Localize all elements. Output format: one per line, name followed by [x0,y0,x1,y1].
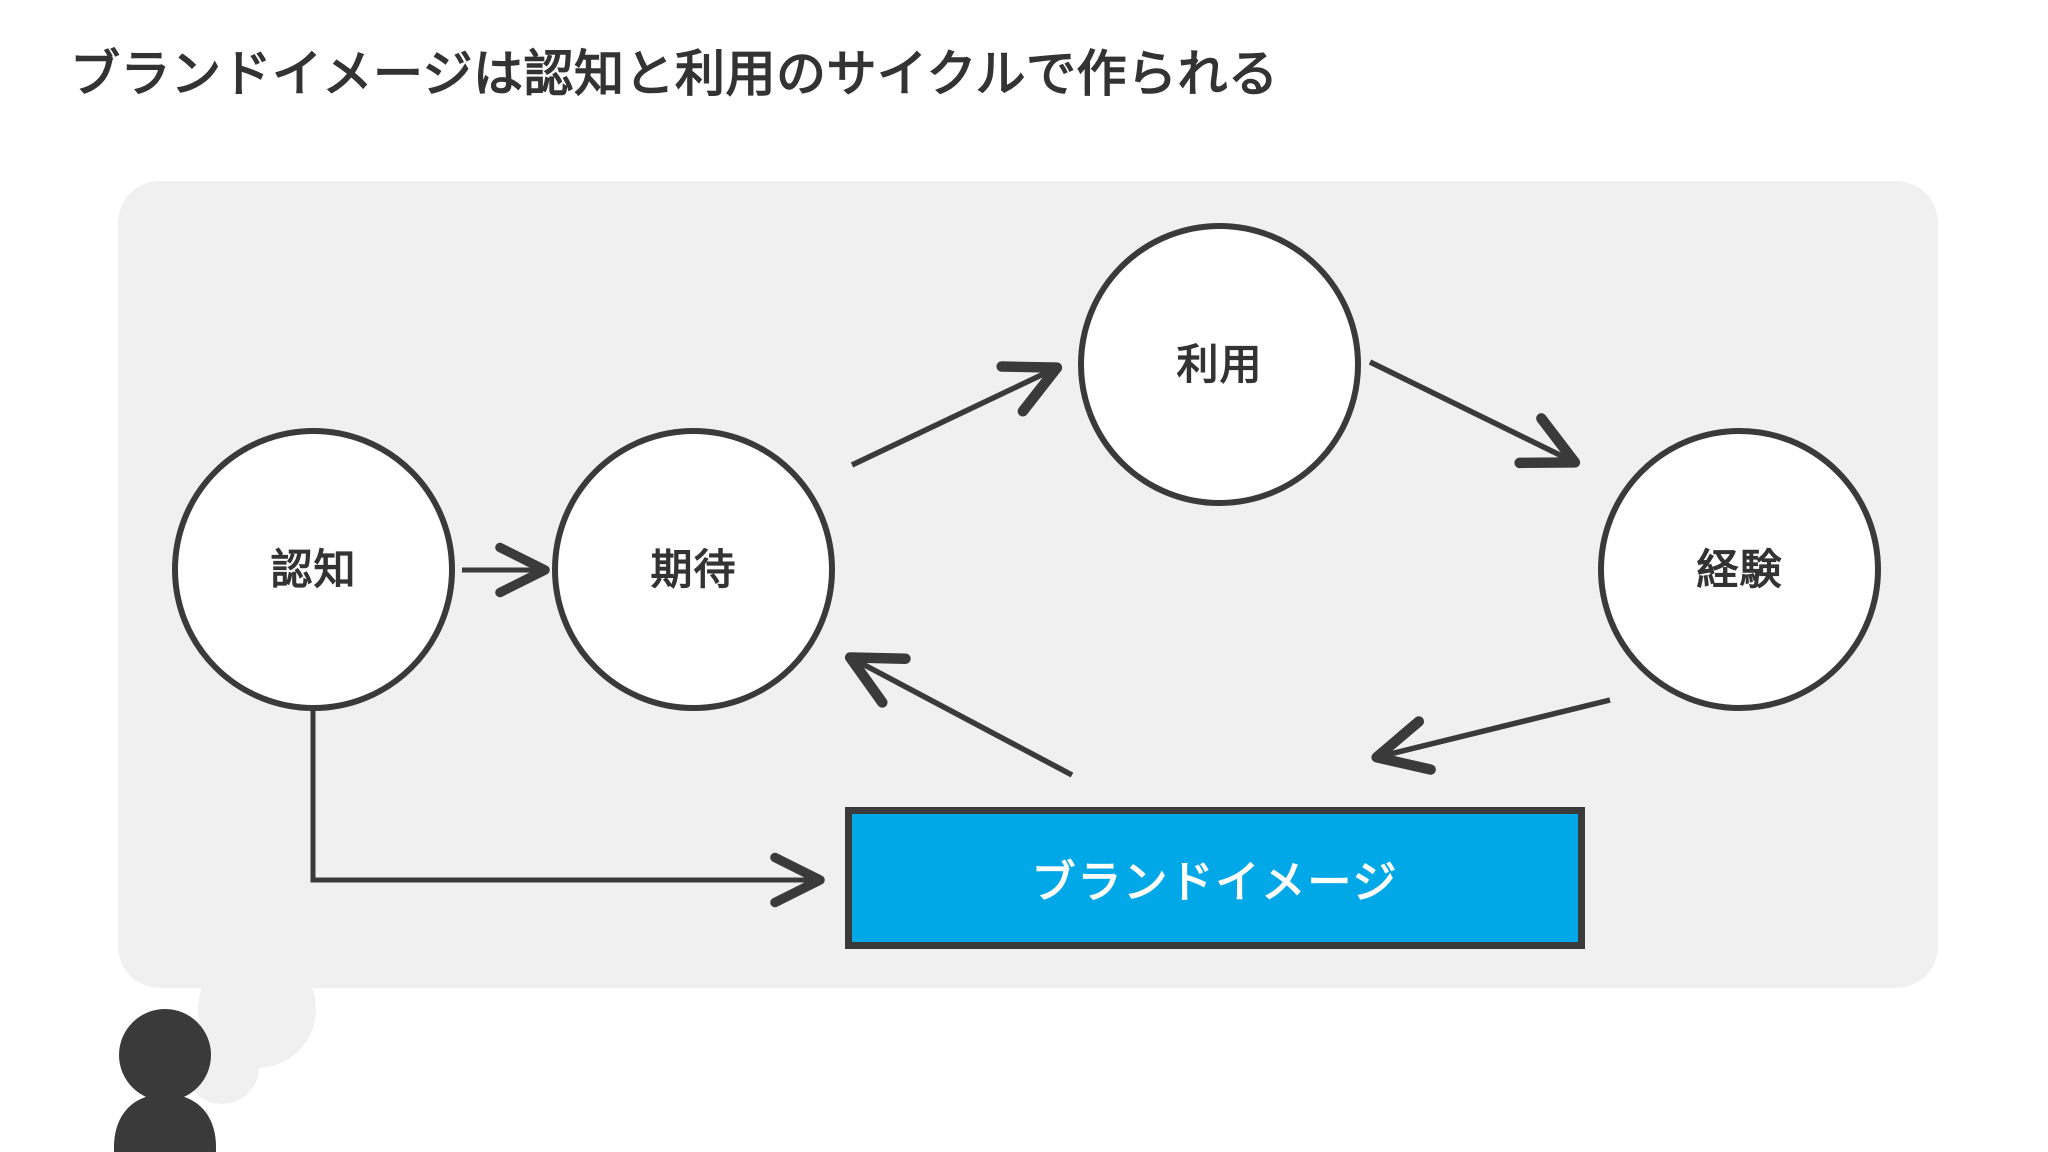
person-silhouette-icon [114,1009,216,1152]
node-ninchi[interactable]: 認知 [172,428,455,711]
node-keiken[interactable]: 経験 [1598,428,1881,711]
node-riyou[interactable]: 利用 [1078,223,1361,506]
brand-image-box[interactable]: ブランドイメージ [845,807,1585,949]
page-title: ブランドイメージは認知と利用のサイクルで作られる [70,46,1279,102]
node-kitai-label: 期待 [650,545,737,593]
node-kitai[interactable]: 期待 [552,428,835,711]
node-keiken-label: 経験 [1696,545,1783,593]
brand-image-box-label: ブランドイメージ [1031,858,1399,907]
node-ninchi-label: 認知 [270,545,357,593]
node-riyou-label: 利用 [1176,340,1263,388]
